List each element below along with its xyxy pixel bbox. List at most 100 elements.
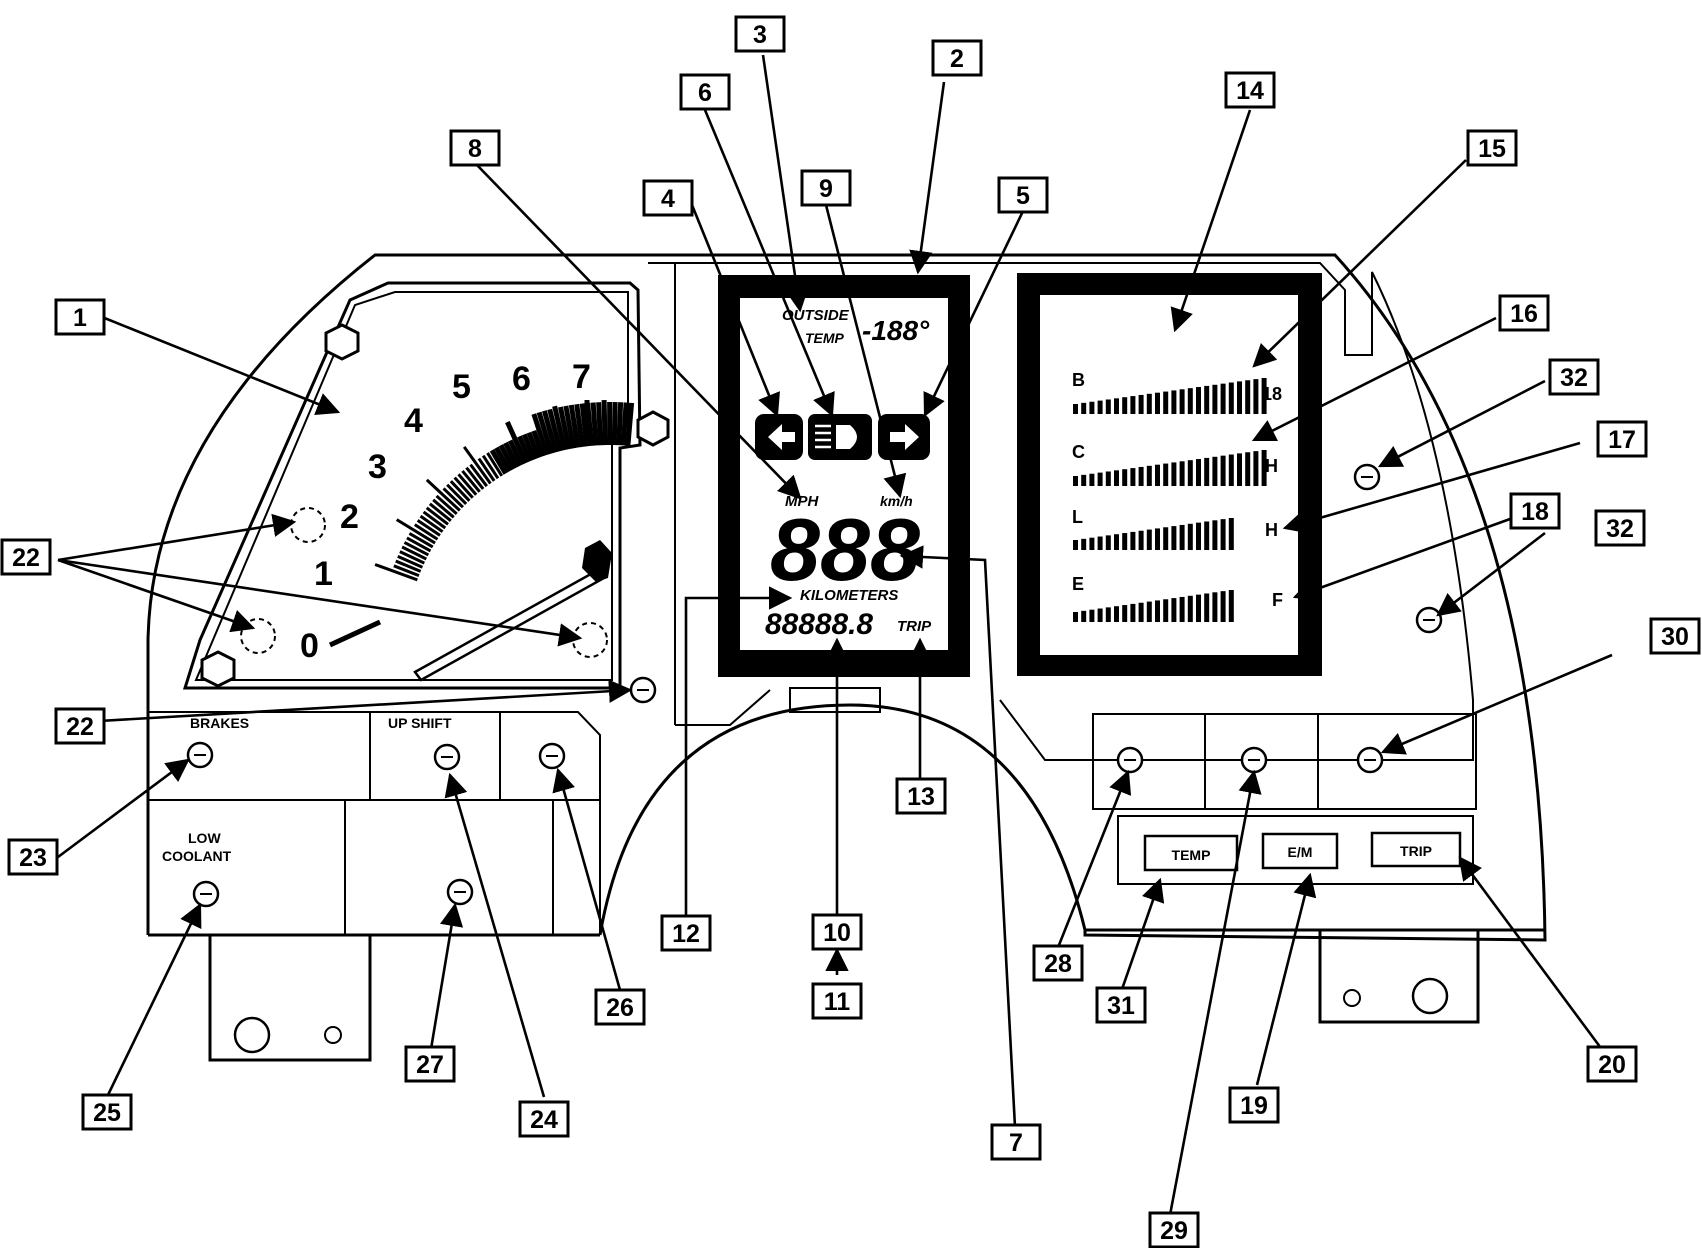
bar-gauge-segment bbox=[1163, 463, 1169, 486]
callout-c26: 26 bbox=[594, 988, 646, 1026]
callout-c6: 6 bbox=[679, 73, 731, 111]
cluster-housing bbox=[146, 253, 1547, 942]
bar-gauge-segment bbox=[1212, 456, 1218, 486]
callout-number: 3 bbox=[753, 21, 767, 49]
tach-tick bbox=[399, 550, 425, 565]
coolant-gauge-right-label: H bbox=[1265, 456, 1278, 476]
leader-line bbox=[761, 54, 809, 313]
callout-c32a: 32 bbox=[1548, 358, 1600, 396]
callout-c10: 10 bbox=[811, 913, 863, 951]
leader-line bbox=[1168, 769, 1262, 1216]
leader-line bbox=[57, 513, 297, 562]
leader-line bbox=[474, 162, 802, 500]
callout-c20: 20 bbox=[1586, 1045, 1638, 1083]
bar-gauge-segment bbox=[1138, 394, 1144, 414]
bar-gauge-segment bbox=[1130, 468, 1136, 486]
callout-c12: 12 bbox=[660, 914, 712, 952]
bar-gauge-segment bbox=[1122, 469, 1128, 486]
tach-number-0: 0 bbox=[300, 627, 319, 665]
bar-gauge-segment bbox=[1105, 399, 1111, 414]
tach-tick bbox=[419, 514, 444, 533]
callout-number: 17 bbox=[1608, 426, 1636, 454]
temp-button[interactable]: TEMP bbox=[1143, 834, 1239, 872]
callout-number: 19 bbox=[1240, 1092, 1268, 1120]
leader-line bbox=[428, 902, 464, 1056]
tach-bulb-socket bbox=[572, 622, 608, 658]
tach-tick bbox=[494, 446, 512, 473]
bar-gauge-segment bbox=[1187, 595, 1193, 622]
bar-gauge-segment bbox=[1097, 400, 1103, 414]
bar-gauge-segment bbox=[1073, 612, 1078, 622]
bar-gauge-segment bbox=[1146, 601, 1152, 622]
tach-tick bbox=[428, 502, 452, 522]
tach-tick bbox=[401, 545, 427, 561]
em-button[interactable]: E/M bbox=[1261, 832, 1339, 870]
callout-c14: 14 bbox=[1224, 71, 1276, 109]
tach-tick bbox=[526, 431, 541, 459]
tachometer: 0 1 2 3 4 5 6 7 bbox=[182, 281, 670, 690]
oil-gauge-left-label: L bbox=[1072, 507, 1083, 527]
tach-number-2: 2 bbox=[340, 498, 359, 536]
tach-tick bbox=[393, 564, 420, 578]
bar-gauge-segment bbox=[1196, 594, 1201, 622]
tach-tick bbox=[449, 480, 471, 502]
bar-gauge-segment bbox=[1130, 396, 1136, 414]
tach-tick bbox=[328, 619, 382, 648]
callout-number: 14 bbox=[1236, 77, 1264, 105]
mount-post-hex bbox=[200, 650, 236, 688]
leader-line bbox=[57, 558, 583, 647]
bar-gauge-segment bbox=[1220, 591, 1226, 622]
callout-number: 16 bbox=[1510, 300, 1538, 328]
bar-gauge-segment bbox=[1163, 599, 1169, 622]
callout-number: 26 bbox=[606, 994, 634, 1022]
bar-gauge-segment bbox=[1073, 540, 1078, 550]
callout-c29: 29 bbox=[1148, 1211, 1200, 1248]
callout-c17: 17 bbox=[1596, 420, 1648, 458]
bar-gauge-segment bbox=[1114, 470, 1119, 486]
callout-number: 32 bbox=[1606, 515, 1634, 543]
bar-gauge-segment bbox=[1122, 605, 1128, 622]
bar-gauge-segment bbox=[1114, 398, 1119, 414]
bar-gauge-segment bbox=[1212, 520, 1218, 550]
callout-number: 7 bbox=[1009, 1129, 1023, 1157]
leader-line bbox=[1377, 379, 1546, 468]
callout-c13: 13 bbox=[895, 777, 947, 815]
callout-number: 4 bbox=[661, 185, 675, 213]
bar-gauge-segment bbox=[1196, 522, 1201, 550]
bar-gauge-segment bbox=[1073, 476, 1078, 486]
tach-tick bbox=[446, 483, 468, 506]
tach-tick bbox=[395, 518, 436, 545]
bar-gauge-segment bbox=[1081, 474, 1087, 486]
bar-gauge-segment bbox=[1114, 606, 1119, 622]
callout-number: 31 bbox=[1107, 992, 1135, 1020]
leader-line bbox=[53, 758, 190, 862]
temp-label: TEMP bbox=[805, 330, 845, 346]
tach-tick bbox=[416, 519, 441, 537]
callout-c9: 9 bbox=[800, 169, 852, 207]
bracket-hole bbox=[1411, 977, 1449, 1015]
right-turn-signal-icon bbox=[878, 414, 930, 460]
bar-gauge-segment bbox=[1146, 529, 1152, 550]
tach-bulb-socket bbox=[290, 507, 326, 543]
bar-gauge-segment bbox=[1261, 378, 1267, 414]
tach-tick bbox=[461, 470, 481, 493]
tach-number-5: 5 bbox=[452, 368, 471, 406]
callout-c23: 23 bbox=[7, 838, 59, 876]
bar-gauge-segment bbox=[1105, 471, 1111, 486]
tach-tick bbox=[517, 435, 533, 463]
callout-number: 5 bbox=[1016, 182, 1030, 210]
bar-gauge-segment bbox=[1220, 455, 1226, 486]
callout-c28: 28 bbox=[1032, 944, 1084, 982]
bar-gauge-segment bbox=[1253, 379, 1259, 414]
tach-tick bbox=[547, 408, 563, 452]
bar-gauge-segment bbox=[1204, 385, 1210, 414]
tach-tick bbox=[442, 487, 464, 509]
bar-gauge-segment bbox=[1171, 598, 1177, 622]
leader-line bbox=[57, 558, 256, 633]
tach-tick bbox=[481, 454, 500, 480]
tach-tick bbox=[574, 403, 585, 448]
trip-button[interactable]: TRIP bbox=[1370, 831, 1462, 868]
brakes-label: BRAKES bbox=[190, 715, 249, 731]
bar-gauge-segment bbox=[1228, 382, 1234, 414]
leader-line bbox=[909, 81, 946, 275]
